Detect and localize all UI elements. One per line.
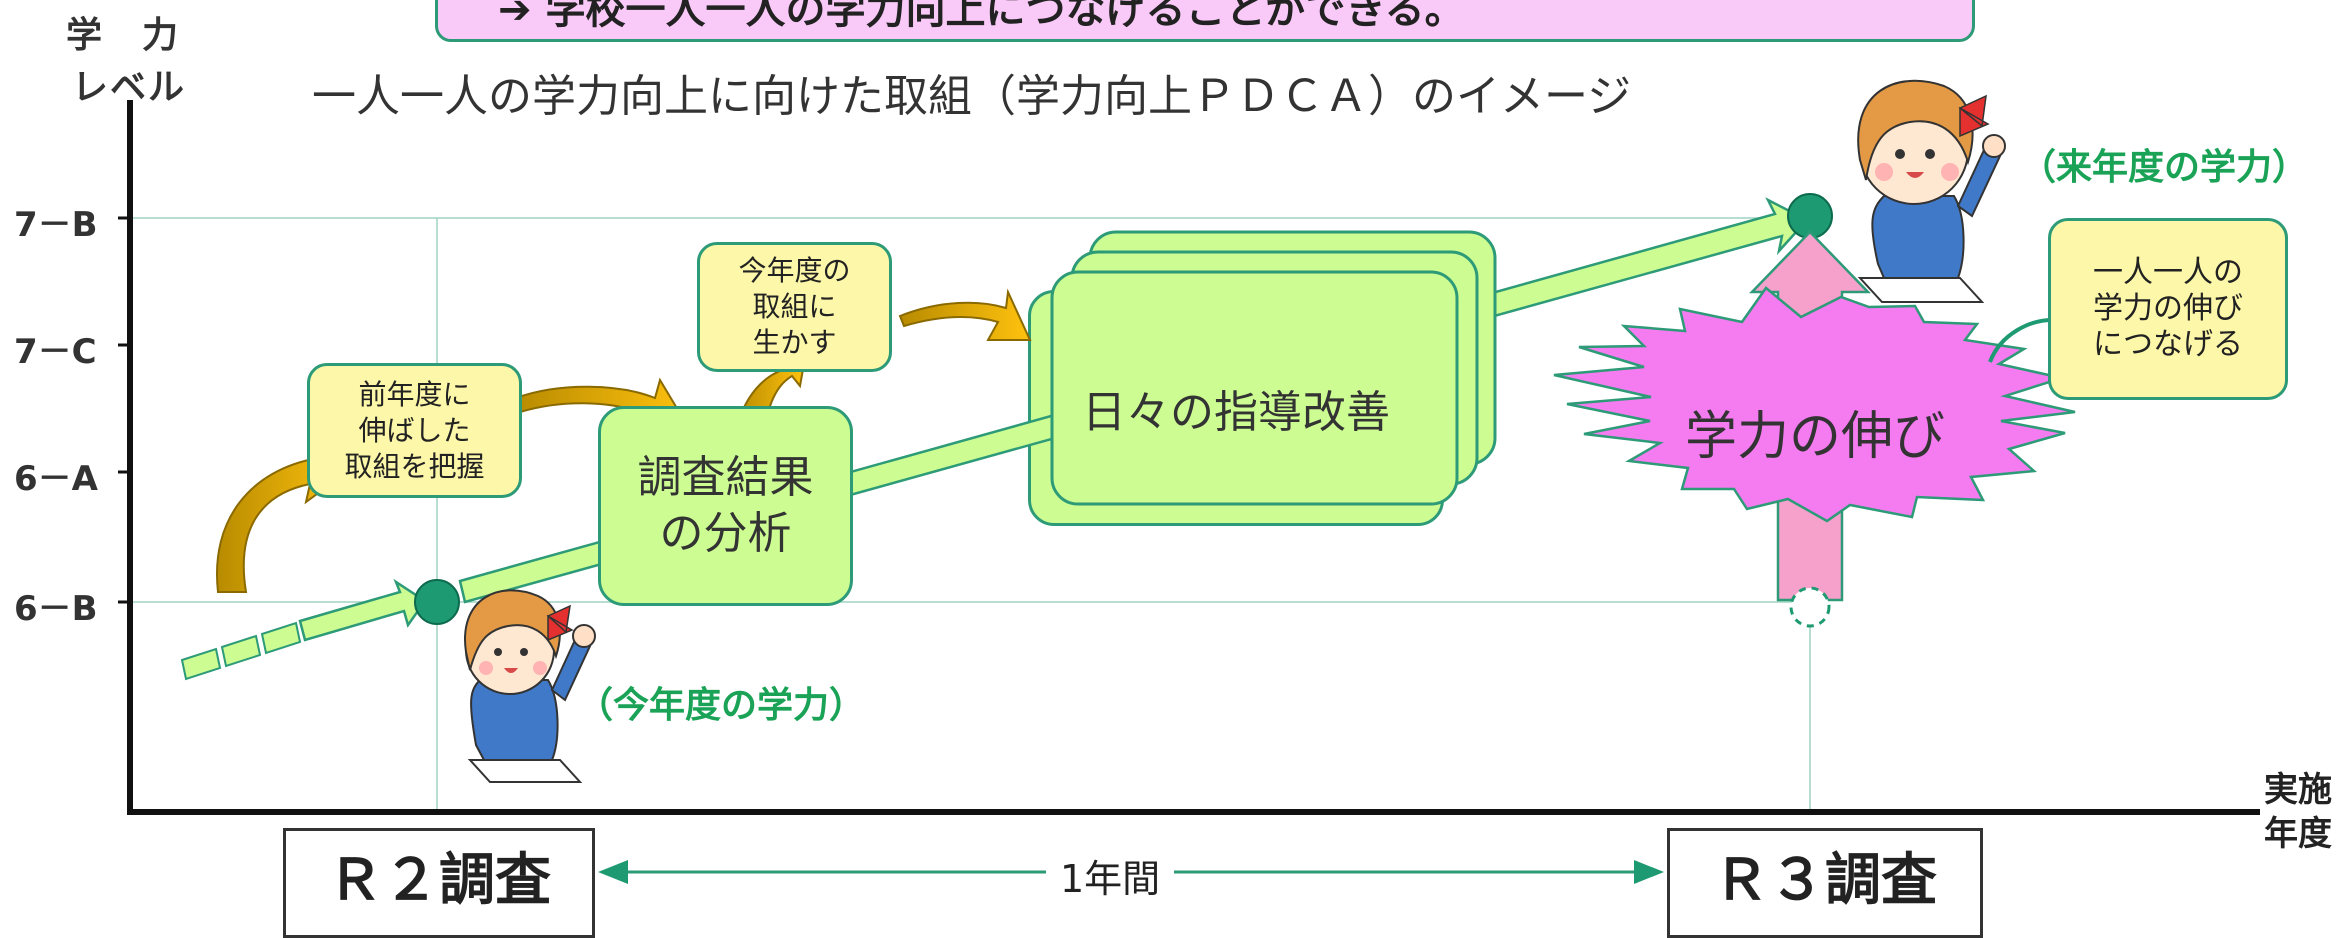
note-link-growth: 一人一人の 学力の伸び につなげる xyxy=(2048,218,2288,400)
y-tick-6b: 6－B xyxy=(14,589,98,629)
growth-burst xyxy=(1553,286,2076,523)
student-next-icon xyxy=(1857,79,2006,303)
y-tick-7c: 7－C xyxy=(14,332,97,372)
y-tick-6a: 6－A xyxy=(14,459,98,499)
note-grasp-last-year: 前年度に 伸ばした 取組を把握 xyxy=(307,363,522,498)
growth-arrow-start xyxy=(298,578,427,642)
x-axis-label-line2: 年度 xyxy=(2264,814,2332,854)
survey-r2-box: Ｒ２調査 xyxy=(283,828,595,938)
daily-improvement-label: 日々の指導改善 xyxy=(1082,387,1390,438)
conclusion-banner: ➔ 学校一人一人の学力向上につなげることができる。 xyxy=(435,0,1975,42)
current-level-dot xyxy=(414,579,460,625)
period-label: 1年間 xyxy=(1046,848,1175,903)
student-current-icon xyxy=(464,589,596,783)
y-tick-7b: 7－B xyxy=(14,205,98,245)
analysis-box: 調査結果 の分析 xyxy=(598,406,853,606)
diagram-title: 一人一人の学力向上に向けた取組（学力向上ＰＤＣＡ）のイメージ xyxy=(312,71,1632,122)
daily-card-stack xyxy=(1050,230,1497,506)
next-level-label: （来年度の学力） xyxy=(2020,147,2309,188)
y-ticks xyxy=(118,216,130,604)
curve-arrow-daily xyxy=(898,288,1032,341)
x-axis-label-line1: 実施 xyxy=(2264,770,2332,810)
previous-level-dashed-dot xyxy=(1789,586,1831,628)
banner-text: ➔ 学校一人一人の学力向上につなげることができる。 xyxy=(498,0,1465,33)
y-axis-label-line2: レベル xyxy=(72,67,187,108)
note-apply-this-year: 今年度の 取組に 生かす xyxy=(697,242,892,372)
survey-r3-box: Ｒ３調査 xyxy=(1667,828,1983,938)
current-level-label: （今年度の学力） xyxy=(577,685,866,726)
growth-burst-label: 学力の伸び xyxy=(1684,407,1945,467)
y-axis-label-line1: 学 力 xyxy=(66,15,181,56)
dashed-growth-segments xyxy=(180,621,302,681)
